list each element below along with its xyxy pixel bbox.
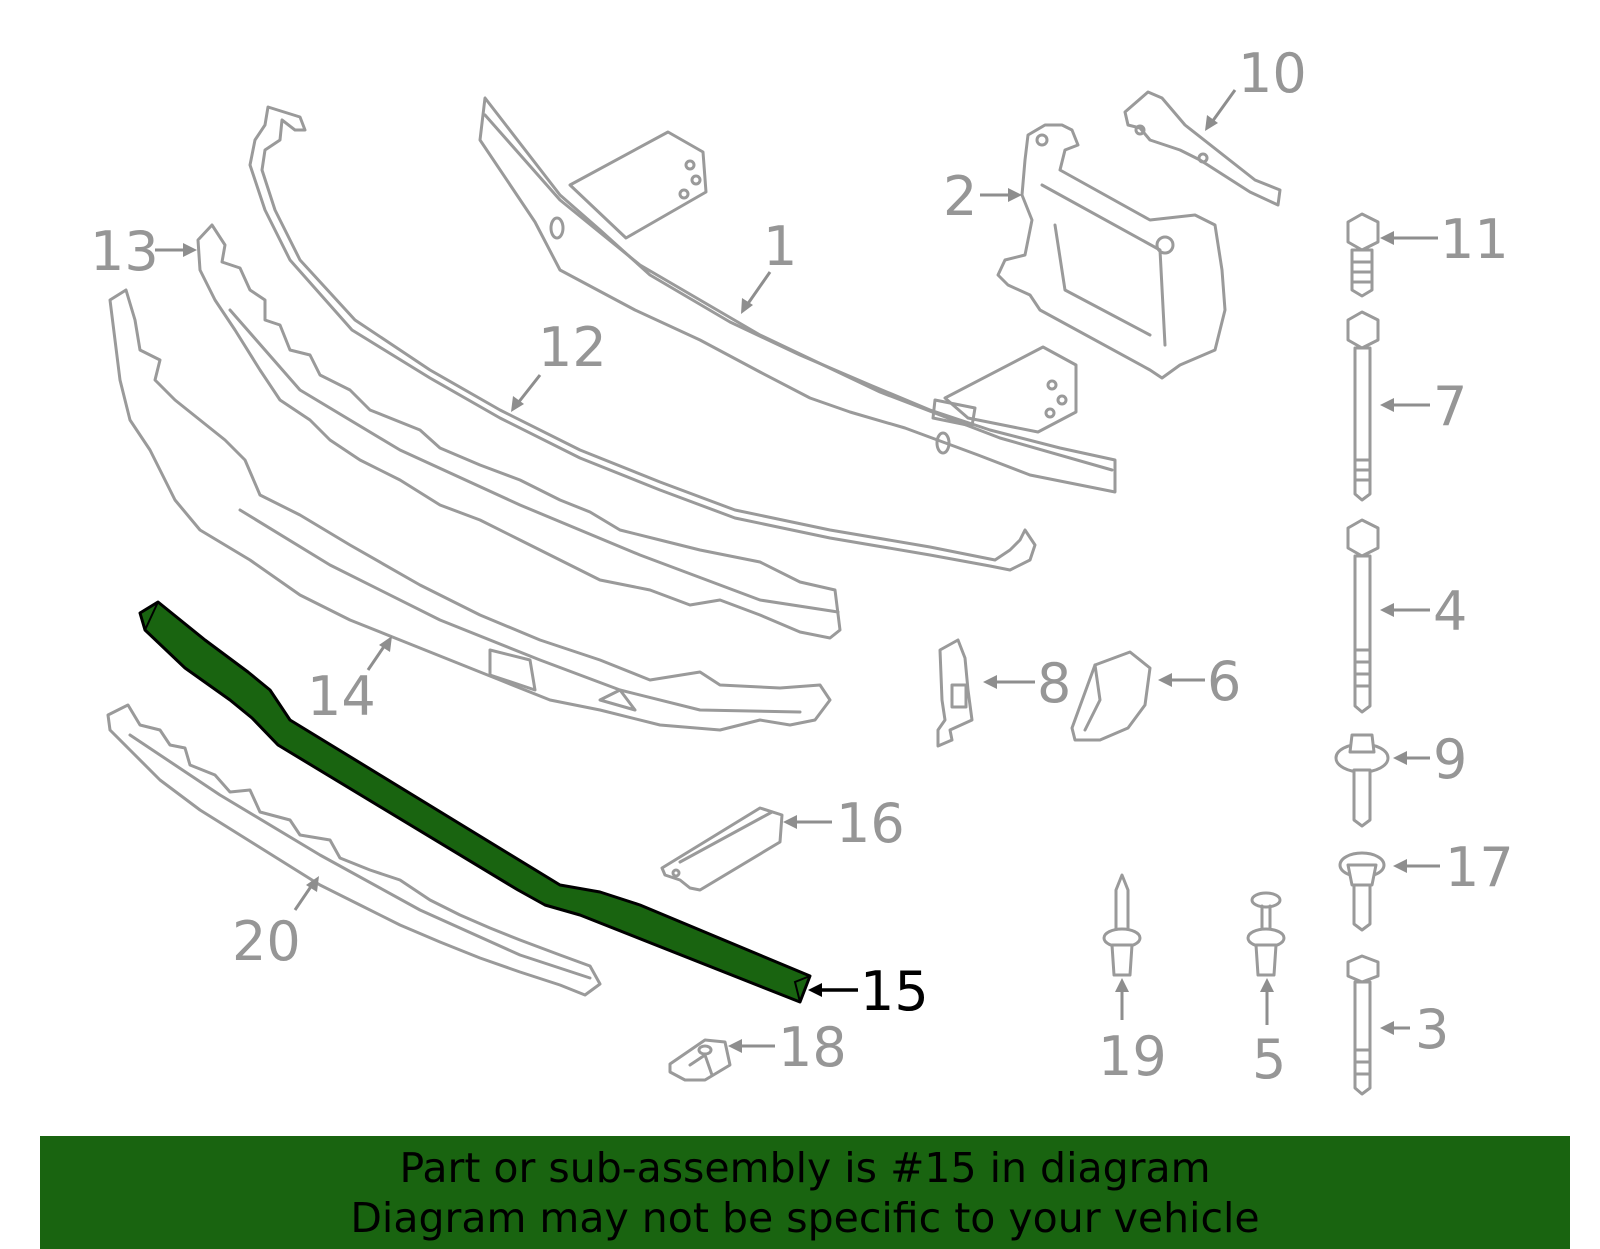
part-16-bracket xyxy=(660,806,784,892)
callout-leaders xyxy=(155,89,1440,1053)
part-9-bolt xyxy=(1334,733,1390,828)
part-1-bumper-reinforcement xyxy=(478,96,1117,494)
part-12-upper-strip xyxy=(248,105,1037,572)
part-3-bolt xyxy=(1346,954,1380,1096)
callout-3: 3 xyxy=(1415,998,1449,1061)
part-10-small-bracket xyxy=(1123,90,1282,207)
callout-6: 6 xyxy=(1207,650,1241,713)
callout-16: 16 xyxy=(836,792,905,855)
callout-labels: 1 2 3 4 5 6 7 8 9 10 11 12 13 14 15 16 1… xyxy=(90,42,1514,1091)
callout-19: 19 xyxy=(1098,1025,1167,1088)
part-8-clip xyxy=(936,638,974,748)
part-20-lower-strip xyxy=(106,703,602,997)
callout-20: 20 xyxy=(232,910,301,973)
banner-line-part: Part or sub-assembly is #15 in diagram xyxy=(399,1143,1211,1192)
part-19-rivet xyxy=(1102,873,1142,977)
part-4-bolt xyxy=(1346,518,1380,714)
part-15-lower-reinforcement xyxy=(138,600,812,1004)
callout-1: 1 xyxy=(763,215,797,278)
info-banner: Part or sub-assembly is #15 in diagram D… xyxy=(40,1136,1570,1249)
callout-5: 5 xyxy=(1252,1028,1286,1091)
callout-2: 2 xyxy=(943,165,977,228)
part-2-bracket xyxy=(996,123,1227,380)
callout-17: 17 xyxy=(1445,836,1514,899)
callout-13: 13 xyxy=(90,220,159,283)
callout-4: 4 xyxy=(1433,580,1467,643)
callout-8: 8 xyxy=(1037,652,1071,715)
callout-12: 12 xyxy=(538,316,607,379)
part-14-lower-absorber xyxy=(108,288,832,732)
part-13-absorber xyxy=(196,223,842,640)
callout-15: 15 xyxy=(860,960,929,1023)
callout-14: 14 xyxy=(307,665,376,728)
part-18-small-block xyxy=(668,1038,732,1082)
part-5-rivet xyxy=(1246,891,1286,977)
part-7-bolt xyxy=(1346,310,1380,502)
callout-10: 10 xyxy=(1238,42,1307,105)
part-17-screw xyxy=(1338,851,1386,932)
callout-18: 18 xyxy=(778,1016,847,1079)
part-11-bolt xyxy=(1346,212,1380,298)
callout-9: 9 xyxy=(1433,728,1467,791)
callout-11: 11 xyxy=(1440,208,1509,271)
banner-line-disclaimer: Diagram may not be specific to your vehi… xyxy=(350,1193,1260,1242)
callout-7: 7 xyxy=(1433,375,1467,438)
part-6-clip xyxy=(1070,650,1152,742)
